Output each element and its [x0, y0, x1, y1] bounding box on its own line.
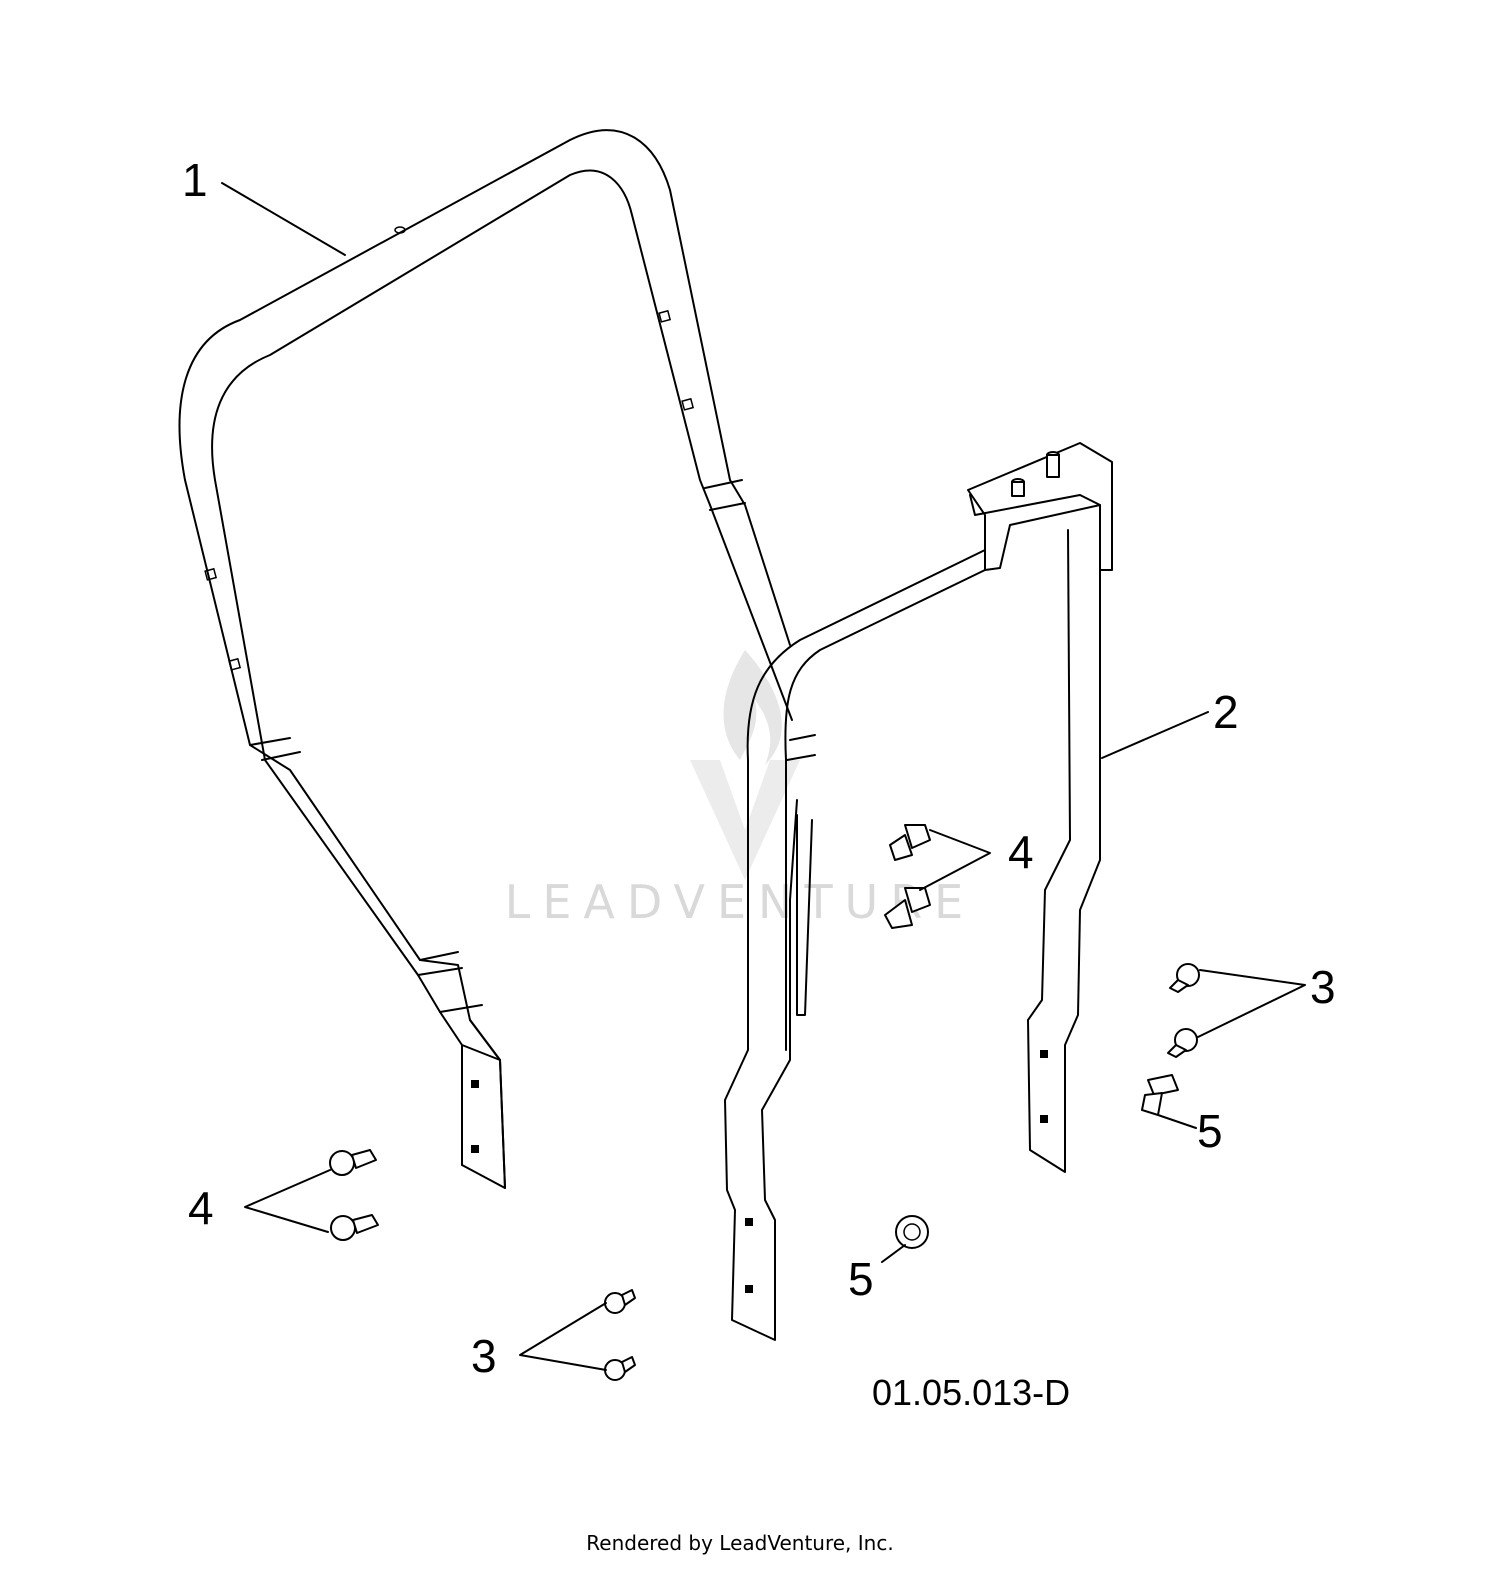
footer-credit: Rendered by LeadVenture, Inc.	[586, 1531, 893, 1555]
callout-5-right: 5	[1197, 1105, 1223, 1157]
item-3-nut-left-lower[interactable]	[604, 1356, 636, 1381]
callout-2: 2	[1213, 686, 1239, 738]
callout-5-center: 5	[848, 1253, 874, 1305]
part-2-frame[interactable]	[724, 442, 1113, 1341]
watermark-logo-icon	[690, 650, 800, 880]
item-5-bolt-center[interactable]	[895, 1215, 929, 1249]
item-5-bolt-right[interactable]	[1141, 1074, 1179, 1116]
callout-1: 1	[182, 154, 208, 206]
item-4-bolt-upper[interactable]	[889, 824, 931, 861]
item-3-nut-left-upper[interactable]	[604, 1289, 636, 1314]
leader-lines	[221, 182, 1306, 1371]
item-3-nut-right-upper[interactable]	[1169, 963, 1200, 993]
mount-stud-icon	[1011, 451, 1060, 497]
callout-4-left: 4	[188, 1182, 214, 1234]
callout-3-left: 3	[471, 1330, 497, 1382]
item-4-bolt-left-lower[interactable]	[330, 1214, 379, 1241]
item-4-bolt-lower[interactable]	[884, 887, 931, 929]
part-1-frame[interactable]	[178, 129, 793, 1189]
item-3-nut-right-lower[interactable]	[1167, 1028, 1198, 1058]
callout-4-center: 4	[1008, 826, 1034, 878]
drawing-code: 01.05.013-D	[872, 1372, 1070, 1413]
callout-3-right: 3	[1310, 961, 1336, 1013]
item-4-bolt-left-upper[interactable]	[329, 1149, 377, 1176]
